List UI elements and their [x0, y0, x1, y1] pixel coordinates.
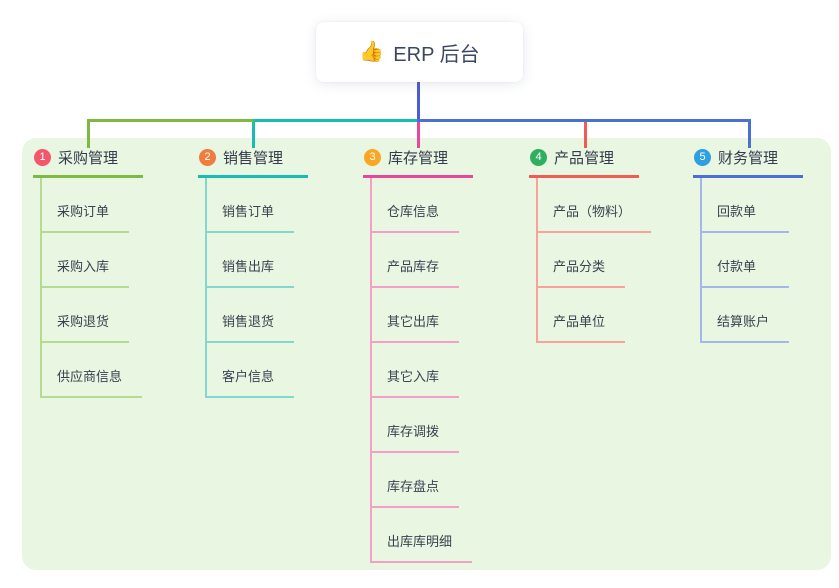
connector-root-line [417, 82, 420, 119]
branch-node-2[interactable]: 2 销售管理 [198, 147, 308, 178]
child-label: 结算账户 [717, 314, 770, 329]
child-label: 销售出库 [222, 259, 275, 274]
child-label: 产品单位 [553, 314, 606, 329]
branch-children: 产品（物料） 产品分类产品单位 [536, 178, 652, 343]
branch-children: 销售订单销售出库销售退货客户信息 [205, 178, 295, 398]
child-label: 采购退货 [57, 314, 110, 329]
branch-number-badge: 3 [364, 149, 381, 166]
child-label: 其它出库 [387, 314, 440, 329]
child-node[interactable]: 其它入库 [372, 343, 460, 398]
connector-branch-drop [252, 122, 255, 148]
connector-branch-drop [87, 122, 90, 148]
child-node[interactable]: 产品（物料） [538, 178, 652, 233]
child-node[interactable]: 采购退货 [42, 288, 130, 343]
child-node[interactable]: 销售退货 [207, 288, 295, 343]
child-node[interactable]: 销售出库 [207, 233, 295, 288]
child-node[interactable]: 客户信息 [207, 343, 295, 398]
child-label: 仓库信息 [387, 204, 440, 219]
branch-label: 采购管理 [58, 150, 119, 167]
branch-node-4[interactable]: 4 产品管理 [529, 147, 639, 178]
child-node[interactable]: 库存调拨 [372, 398, 460, 453]
child-node[interactable]: 结算账户 [702, 288, 790, 343]
child-label: 回款单 [717, 204, 757, 219]
branch-label: 库存管理 [388, 150, 449, 167]
branch-label: 财务管理 [718, 150, 779, 167]
child-label: 供应商信息 [57, 369, 123, 384]
child-label: 产品（物料） [553, 204, 632, 219]
connector-bus-segment [253, 119, 417, 122]
child-node[interactable]: 采购入库 [42, 233, 130, 288]
connector-branch-drop [584, 122, 587, 148]
child-node[interactable]: 供应商信息 [42, 343, 143, 398]
child-node[interactable]: 销售订单 [207, 178, 295, 233]
branch-label: 产品管理 [554, 150, 615, 167]
branch-node-5[interactable]: 5 财务管理 [693, 147, 803, 178]
child-node[interactable]: 采购订单 [42, 178, 130, 233]
connector-bus-segment [87, 119, 253, 122]
child-label: 销售订单 [222, 204, 275, 219]
child-label: 其它入库 [387, 369, 440, 384]
branch-children: 仓库信息产品库存其它出库其它入库库存调拨库存盘点出库库明细 [370, 178, 473, 563]
branch-number-badge: 4 [530, 149, 547, 166]
connector-branch-drop [748, 122, 751, 148]
child-node[interactable]: 产品分类 [538, 233, 626, 288]
child-label: 付款单 [717, 259, 757, 274]
child-label: 采购订单 [57, 204, 110, 219]
child-label: 库存调拨 [387, 424, 440, 439]
child-label: 采购入库 [57, 259, 110, 274]
child-node[interactable]: 其它出库 [372, 288, 460, 343]
branch-children: 采购订单采购入库采购退货供应商信息 [40, 178, 143, 398]
child-label: 销售退货 [222, 314, 275, 329]
root-node[interactable]: 👍 ERP 后台 [316, 22, 523, 82]
thumbs-up-icon: 👍 [359, 41, 385, 63]
child-node[interactable]: 付款单 [702, 233, 789, 288]
child-node[interactable]: 仓库信息 [372, 178, 460, 233]
child-node[interactable]: 产品单位 [538, 288, 626, 343]
branch-node-1[interactable]: 1 采购管理 [33, 147, 143, 178]
root-node-label: ERP 后台 [393, 43, 480, 66]
child-label: 产品库存 [387, 259, 440, 274]
child-label: 出库库明细 [387, 534, 453, 549]
child-node[interactable]: 产品库存 [372, 233, 460, 288]
connector-branch-drop [417, 122, 420, 148]
child-label: 客户信息 [222, 369, 275, 384]
branch-number-badge: 5 [694, 149, 711, 166]
branch-number-badge: 1 [34, 149, 51, 166]
branch-number-badge: 2 [199, 149, 216, 166]
child-node[interactable]: 回款单 [702, 178, 789, 233]
child-label: 库存盘点 [387, 479, 440, 494]
branches-panel [22, 138, 831, 570]
child-node[interactable]: 出库库明细 [372, 508, 473, 563]
branch-label: 销售管理 [223, 150, 284, 167]
child-label: 产品分类 [553, 259, 606, 274]
branch-children: 回款单付款单结算账户 [700, 178, 790, 343]
child-node[interactable]: 库存盘点 [372, 453, 460, 508]
connector-bus-segment [417, 119, 751, 122]
branch-node-3[interactable]: 3 库存管理 [363, 147, 473, 178]
